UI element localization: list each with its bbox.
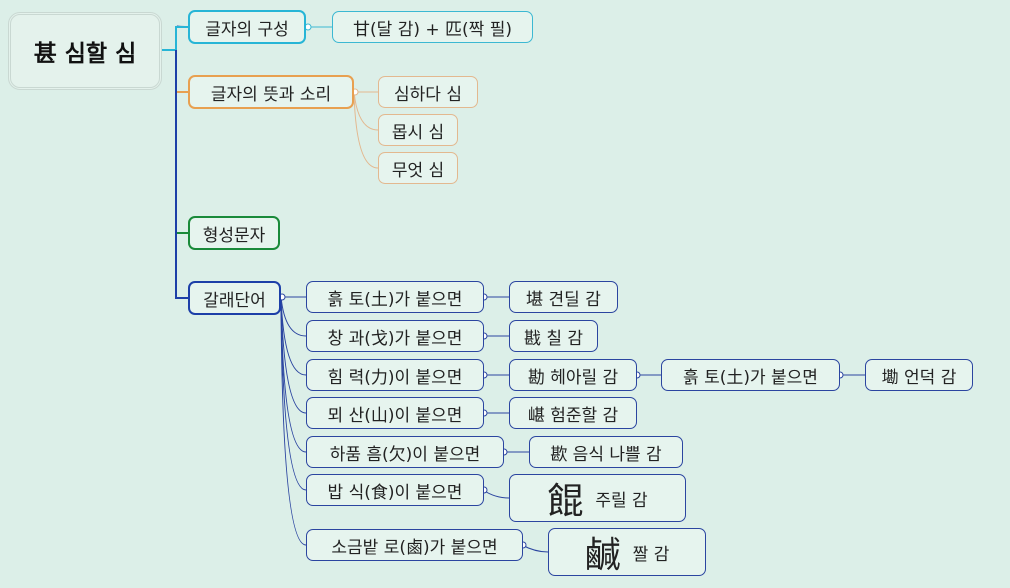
meaning-item-node[interactable]: 심하다 심 — [378, 76, 478, 108]
derived-word-node[interactable]: 戡 칠 감 — [509, 320, 598, 352]
derived-word-node[interactable]: 嵁 험준할 감 — [509, 397, 637, 429]
derived-word-node[interactable]: 勘 헤아릴 감 — [509, 359, 637, 391]
hanja-character: 鹹 — [584, 535, 621, 576]
derived-word-node[interactable]: 歁 음식 나쁠 감 — [529, 436, 683, 468]
root-connectors — [162, 25, 189, 299]
meaning-item-node[interactable]: 무엇 심 — [378, 152, 458, 184]
hanja-meaning: 짤 감 — [632, 544, 670, 565]
character-type-node[interactable]: 형성문자 — [188, 216, 280, 250]
radical-prefix-node[interactable]: 소금밭 로(鹵)가 붙으면 — [306, 529, 523, 561]
radical-prefix-node[interactable]: 힘 력(力)이 붙으면 — [306, 359, 484, 391]
root-node[interactable]: 甚 심할 심 — [8, 12, 162, 90]
hanja-meaning: 주릴 감 — [595, 490, 648, 511]
radical-prefix-node[interactable]: 흙 토(土)가 붙으면 — [306, 281, 484, 313]
composition-node[interactable]: 글자의 구성 — [188, 10, 306, 44]
derived-word-node[interactable]: 堪 견딜 감 — [509, 281, 618, 313]
derived-word-node[interactable]: 墈 언덕 감 — [865, 359, 973, 391]
radical-prefix-node[interactable]: 흙 토(土)가 붙으면 — [661, 359, 840, 391]
meaning-item-node[interactable]: 몹시 심 — [378, 114, 458, 146]
hanja-character: 餛 — [547, 481, 584, 522]
radical-prefix-node[interactable]: 창 과(戈)가 붙으면 — [306, 320, 484, 352]
radical-prefix-node[interactable]: 밥 식(食)이 붙으면 — [306, 474, 484, 506]
radical-prefix-node[interactable]: 하품 흠(欠)이 붙으면 — [306, 436, 504, 468]
meaning-node[interactable]: 글자의 뜻과 소리 — [188, 75, 354, 109]
derived-words-node[interactable]: 갈래단어 — [188, 281, 281, 315]
derived-word-node[interactable]: 餛 주릴 감 — [509, 474, 686, 522]
derived-word-node[interactable]: 鹹 짤 감 — [548, 528, 706, 576]
radical-prefix-node[interactable]: 뫼 산(山)이 붙으면 — [306, 397, 484, 429]
composition-value-node[interactable]: 甘(달 감) + 匹(짝 필) — [332, 11, 533, 43]
